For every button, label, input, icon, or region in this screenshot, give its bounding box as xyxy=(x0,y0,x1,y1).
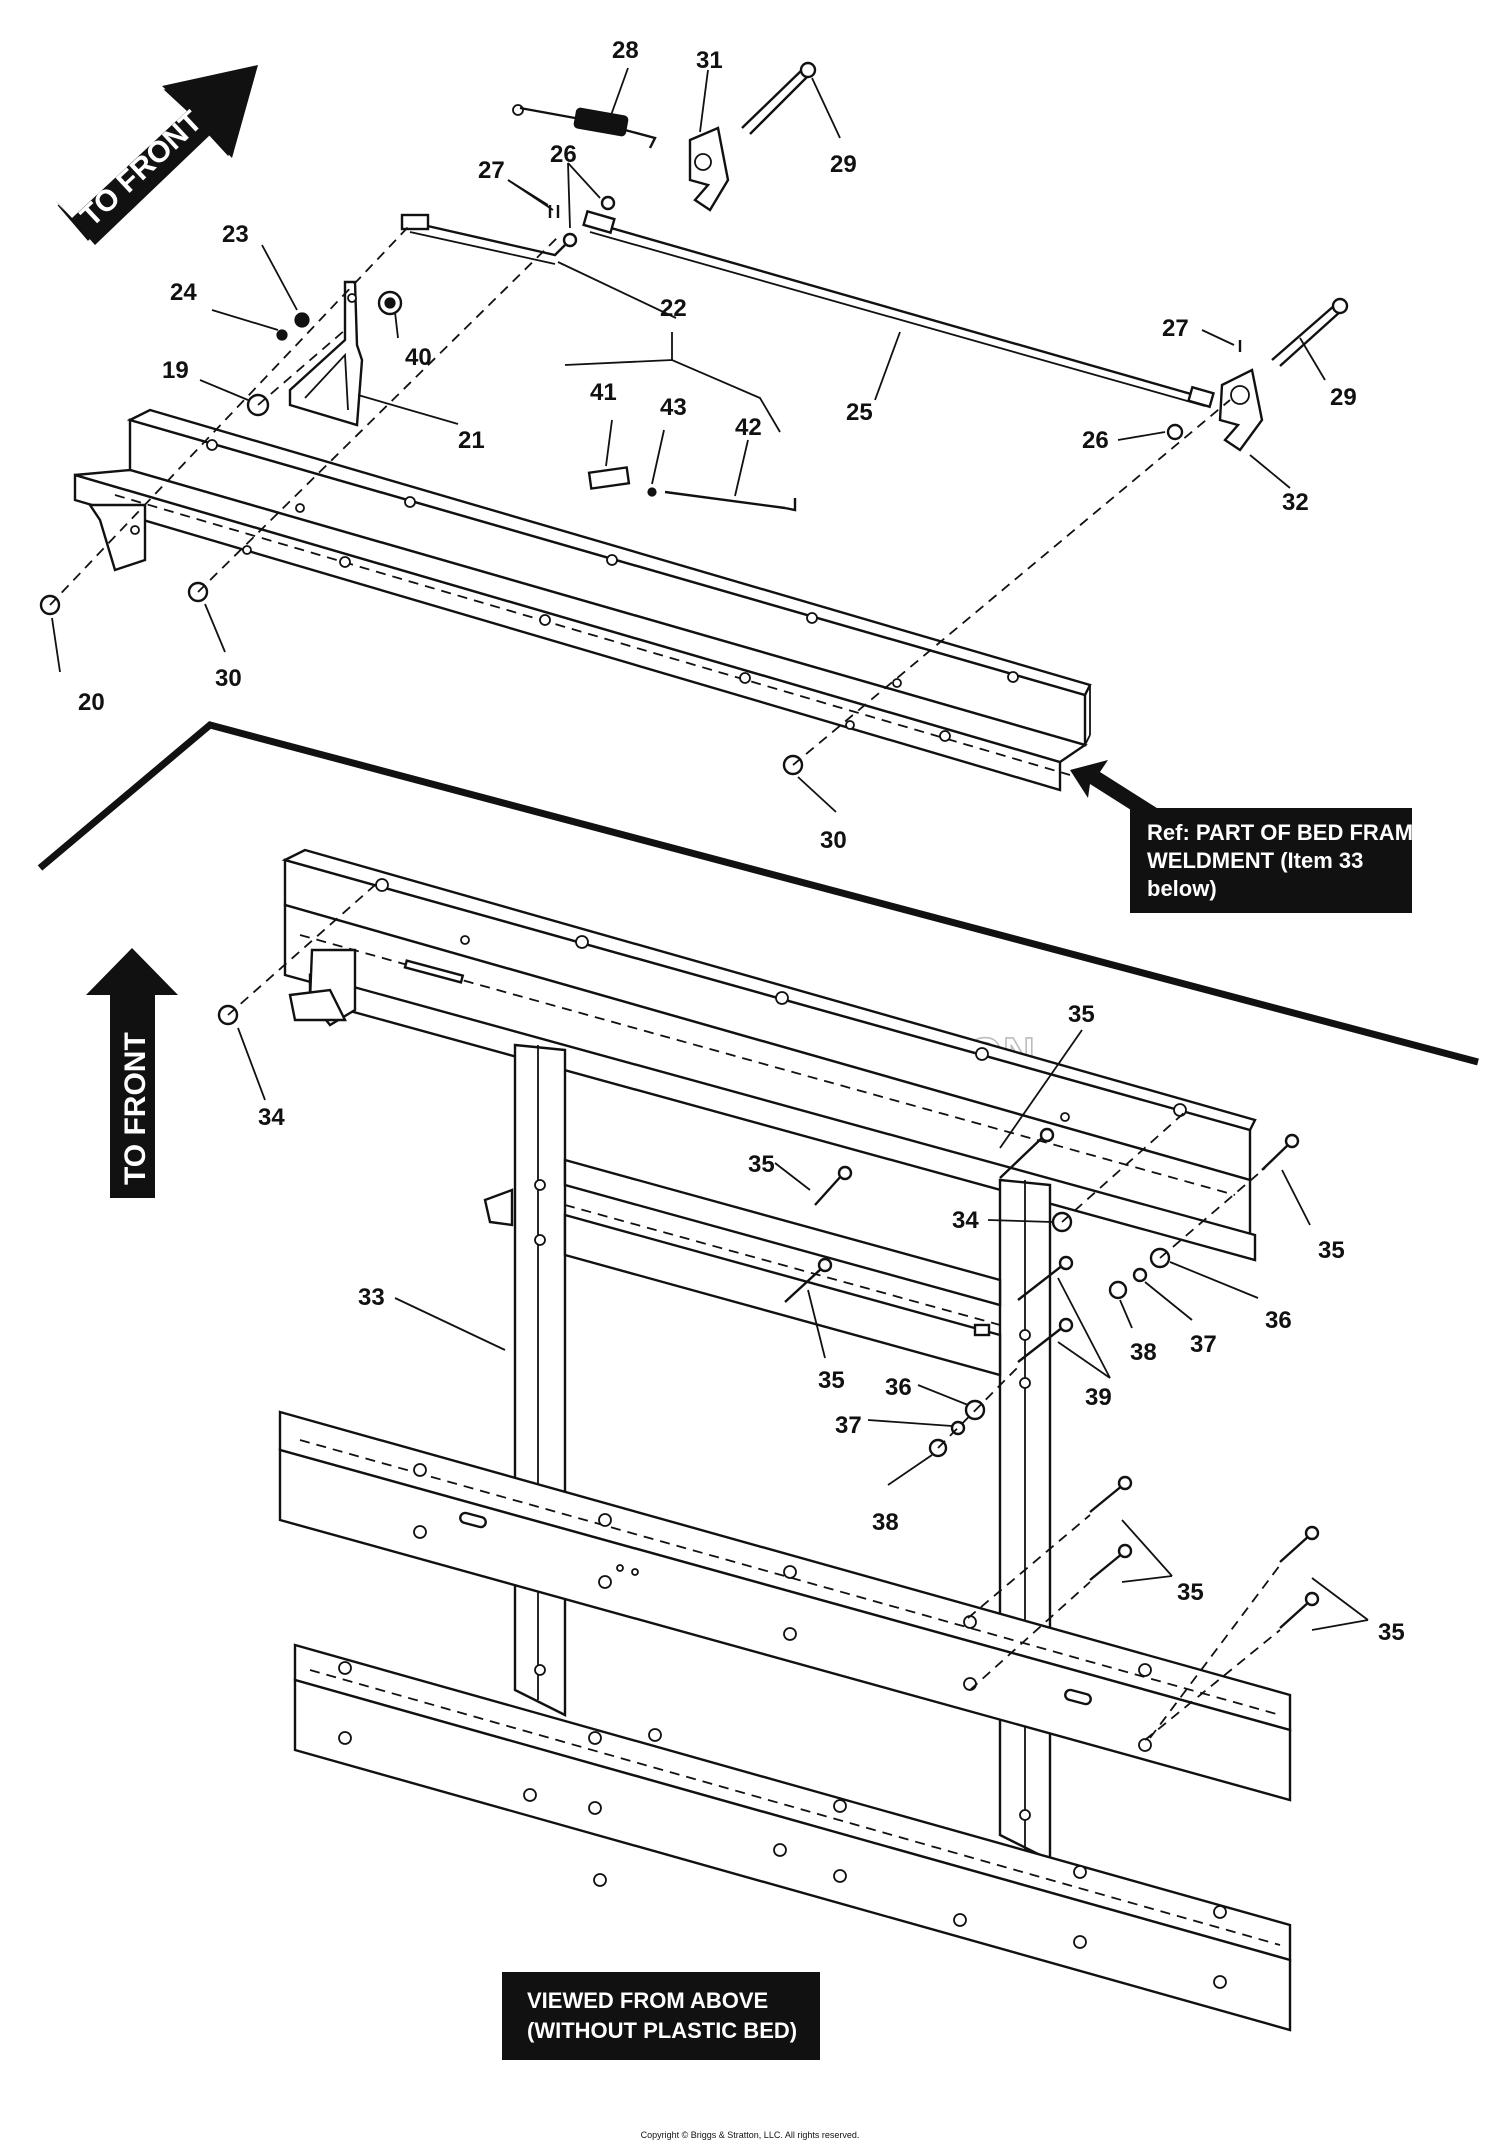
rod-22 xyxy=(400,213,566,265)
bolt-39-b xyxy=(1017,1317,1074,1363)
callout-43: 43 xyxy=(660,394,687,421)
callout-35-b: 35 xyxy=(748,1151,775,1178)
callout-28: 28 xyxy=(612,37,639,64)
callout-24: 24 xyxy=(170,279,197,306)
nut-26-a1 xyxy=(562,232,578,248)
callout-38-a: 38 xyxy=(1130,1339,1157,1366)
ref-line-3: below) xyxy=(1147,876,1217,901)
callout-23: 23 xyxy=(222,221,249,248)
bolt-35-a xyxy=(999,1127,1055,1179)
to-front-label-left: TO FRONT xyxy=(119,1032,152,1185)
cross-member-1 xyxy=(278,1410,1292,1802)
callout-35-e: 35 xyxy=(1177,1579,1204,1606)
callout-35-d: 35 xyxy=(818,1367,845,1394)
callout-31: 31 xyxy=(696,47,723,74)
view-line-2: (WITHOUT PLASTIC BED) xyxy=(527,2018,797,2043)
callout-29-b: 29 xyxy=(1330,384,1357,411)
rod-42 xyxy=(664,490,797,512)
callout-35-c: 35 xyxy=(1318,1237,1345,1264)
nut-23 xyxy=(294,312,310,328)
nut-26-b xyxy=(1166,423,1184,441)
middle-brace xyxy=(563,1158,1002,1377)
view-note: VIEWED FROM ABOVE (WITHOUT PLASTIC BED) xyxy=(502,1972,820,2060)
callout-25: 25 xyxy=(846,399,873,426)
washer-24 xyxy=(276,329,288,341)
callout-21: 21 xyxy=(458,427,485,454)
callout-32: 32 xyxy=(1282,489,1309,516)
callout-19: 19 xyxy=(162,357,189,384)
callout-34-a: 34 xyxy=(258,1104,285,1131)
callout-37-b: 37 xyxy=(835,1412,862,1439)
callout-41: 41 xyxy=(590,379,617,406)
callout-35-a: 35 xyxy=(1068,1001,1095,1028)
callout-29-a: 29 xyxy=(830,151,857,178)
callout-leaders-top xyxy=(51,67,1326,813)
nut-26-a2 xyxy=(600,195,616,211)
callout-27-a: 27 xyxy=(478,157,505,184)
handle-21 xyxy=(288,280,364,427)
latch-31 xyxy=(688,126,730,212)
left-rail xyxy=(483,1043,567,1717)
to-front-arrow-left: TO FRONT xyxy=(86,948,178,1198)
bed-frame-cross-member-top xyxy=(73,408,1092,792)
nut-43 xyxy=(647,487,657,497)
view-line-1: VIEWED FROM ABOVE xyxy=(527,1988,768,2013)
bolt-35-d xyxy=(784,1257,833,1303)
bolt-35-b xyxy=(814,1165,853,1206)
section-divider xyxy=(37,721,1479,1066)
callout-35-f: 35 xyxy=(1378,1619,1405,1646)
latch-rod-25 xyxy=(582,209,1215,409)
callout-36-b: 36 xyxy=(885,1374,912,1401)
copyright-notice: Copyright © Briggs & Stratton, LLC. All … xyxy=(640,2130,860,2140)
ref-note: Ref: PART OF BED FRAME WELDMENT (Item 33… xyxy=(1070,760,1428,913)
spring-28 xyxy=(512,104,657,149)
bolt-29-b xyxy=(1271,297,1349,367)
bolt-39-a xyxy=(1017,1255,1074,1301)
bushing-40-center xyxy=(384,297,396,309)
to-front-label-top: TO FRONT xyxy=(74,105,208,233)
callout-34-b: 34 xyxy=(952,1207,979,1234)
callout-26-a: 26 xyxy=(550,141,577,168)
callout-33: 33 xyxy=(358,1284,385,1311)
callout-38-b: 38 xyxy=(872,1509,899,1536)
ref-line-2: WELDMENT (Item 33 xyxy=(1147,848,1363,873)
callout-40: 40 xyxy=(405,344,432,371)
callout-26-b: 26 xyxy=(1082,427,1109,454)
bolt-35-f xyxy=(1279,1525,1320,1629)
bolt-35-c xyxy=(1261,1133,1300,1171)
callout-leaders-bottom xyxy=(237,1027,1369,1631)
cross-member-2 xyxy=(293,1643,1292,2032)
front-cross-member xyxy=(281,848,1257,1262)
washer-37-a xyxy=(1132,1267,1148,1283)
callout-36-a: 36 xyxy=(1265,1307,1292,1334)
callout-numbers: 28 31 29 27 26 23 24 40 22 19 21 41 43 4… xyxy=(78,37,1405,1646)
bolt-29-a xyxy=(741,61,817,135)
ref-line-1: Ref: PART OF BED FRAME xyxy=(1147,820,1428,845)
callout-22: 22 xyxy=(660,295,687,322)
callout-39: 39 xyxy=(1085,1384,1112,1411)
latch-32 xyxy=(1218,368,1264,452)
callout-30-a: 30 xyxy=(215,665,242,692)
adjuster-41 xyxy=(587,466,631,490)
callout-20: 20 xyxy=(78,689,105,716)
to-front-arrow-top: TO FRONT xyxy=(55,65,258,245)
nut-38-a xyxy=(1108,1280,1128,1300)
bolt-35-e xyxy=(1089,1475,1133,1581)
callout-42: 42 xyxy=(735,414,762,441)
callout-27-b: 27 xyxy=(1162,315,1189,342)
callout-37-a: 37 xyxy=(1190,1331,1217,1358)
callout-30-b: 30 xyxy=(820,827,847,854)
